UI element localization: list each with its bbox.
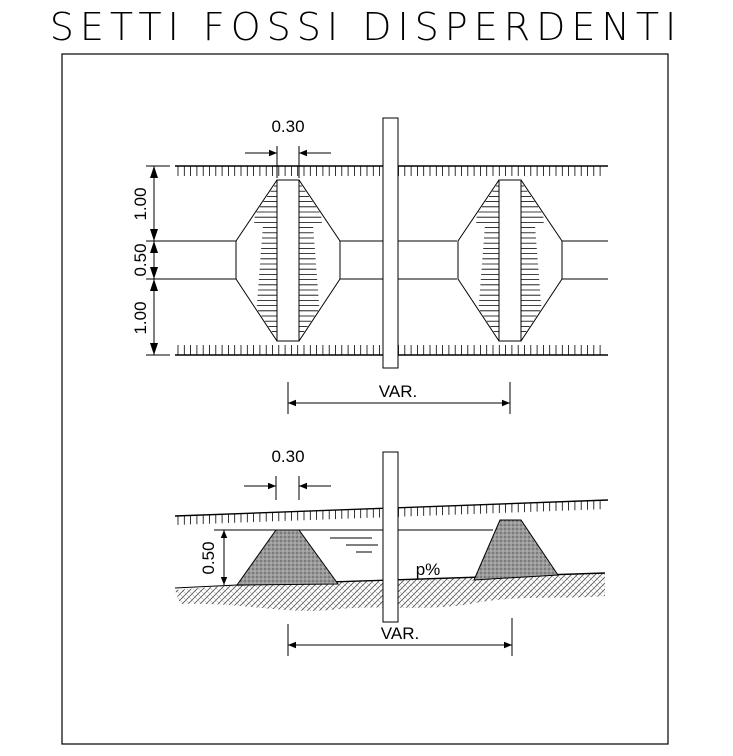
drawing-frame (61, 53, 669, 745)
plan-vdim-arrow-mid2-down (150, 279, 158, 291)
setto-left-hatch (254, 185, 322, 333)
section-break-line (382, 451, 399, 623)
plan-lower-height-label: 1.00 (131, 301, 150, 334)
setto-right-hatch (476, 185, 544, 333)
setto-right-section (473, 519, 559, 581)
section-setto-width-label: 0.30 (271, 447, 304, 466)
setto-left-section (236, 529, 339, 586)
plan-vdim-arrow-mid1-up (150, 229, 158, 241)
plan-channel-width-label: 0.50 (131, 243, 150, 276)
section-view: p% 0.30 0.50 VAR. (174, 447, 609, 656)
setto-left-plan (235, 179, 341, 342)
plan-setto-width-label: 0.30 (271, 117, 304, 136)
slope-label: p% (416, 560, 441, 579)
plan-vdim-arrow-top (150, 166, 158, 178)
plan-vdim-arrow-mid2-up (150, 267, 158, 279)
plan-view: 0.30 1.00 0.50 1.00 VAR. (131, 117, 608, 414)
plan-break-line (382, 117, 399, 369)
drawing-title: SETTI FOSSI DISPERDENTI (50, 5, 683, 49)
plan-vdim-arrow-mid1-down (150, 241, 158, 253)
section-height-label: 0.50 (199, 541, 218, 574)
plan-upper-height-label: 1.00 (131, 187, 150, 220)
section-left-ground (174, 584, 238, 589)
section-spacing-label: VAR. (381, 624, 419, 643)
plan-spacing-label: VAR. (379, 382, 417, 401)
plan-vdim-arrow-bottom (150, 343, 158, 355)
setto-right-plan (457, 179, 563, 342)
